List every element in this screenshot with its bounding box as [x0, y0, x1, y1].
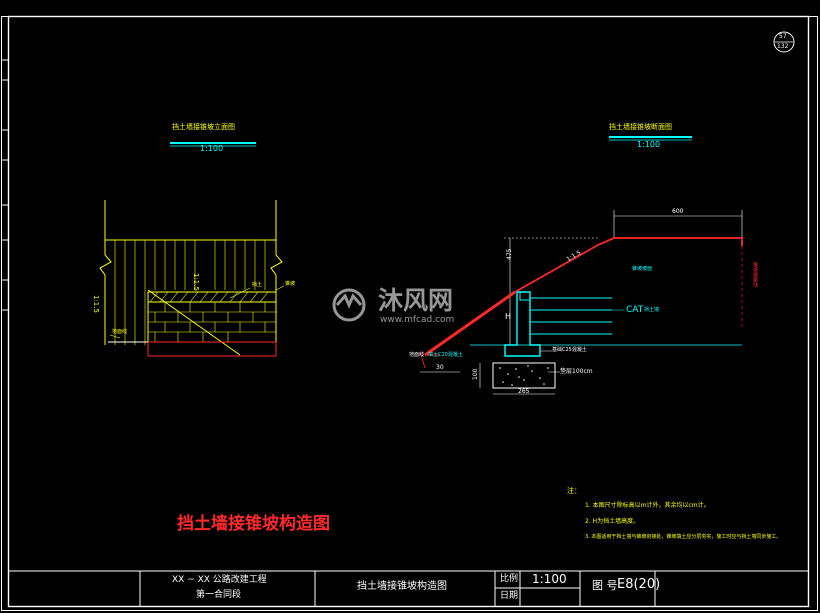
notes-heading: 注：	[567, 487, 581, 495]
right-dim-100: 100	[472, 368, 479, 380]
right-dim-base: 265	[518, 388, 530, 395]
left-slope-side: 1:1.5	[92, 295, 100, 313]
note-item-2: 2. H为挡土墙高度。	[585, 518, 640, 525]
right-vertical-note: 锥坡坡脚线	[752, 262, 758, 287]
right-dim-30: 30	[436, 364, 444, 371]
note-item-3: 3. 本图适用于挡土墙与锥坡衔接处，锥坡填土应分层夯实，施工时应与挡土墙同步施工…	[585, 534, 782, 540]
watermark-emblem	[332, 288, 366, 322]
left-view-title: 挡土墙接锥坡立面图	[172, 123, 235, 131]
right-label-left-ground: 地面线	[409, 352, 425, 358]
right-label-slope-surface: 锥坡坡面	[632, 266, 653, 272]
wall-bars	[530, 297, 612, 335]
margin-ticks	[1, 59, 8, 311]
title-block-drawing-name: 挡土墙接锥坡构造图	[357, 581, 447, 592]
drawing-title: 挡土墙接锥坡构造图	[177, 514, 330, 534]
slope-surface-line	[514, 237, 743, 293]
page-badge-circle	[773, 31, 795, 53]
right-section-view	[419, 136, 743, 395]
left-slope-red	[424, 290, 516, 357]
right-dim-h: H	[505, 312, 512, 321]
inner-frame	[7, 15, 810, 608]
left-label-mid: 挡土	[252, 282, 263, 288]
project-line-1: XX ~ XX 公路改建工程	[172, 575, 267, 585]
drawing-no-value: E8(20)	[617, 577, 661, 592]
date-label: 日期	[500, 591, 519, 601]
page-badge-top: 57	[779, 33, 787, 40]
right-dim-left-top: 475	[506, 248, 513, 260]
project-line-2: 第一合同段	[196, 590, 242, 600]
title-block	[8, 570, 809, 606]
left-label-ground: 地面线	[112, 329, 128, 335]
scale-label: 比例	[500, 574, 519, 584]
watermark-url: www.mfcad.com	[380, 315, 455, 325]
right-dim-top: 600	[672, 208, 684, 215]
right-label-base: 基础C25混凝土	[552, 347, 587, 353]
foundation-dots	[499, 365, 549, 386]
right-label-left-fill: 填土C20混凝土	[428, 352, 463, 358]
right-label-cat: CAT	[626, 305, 644, 315]
page-badge-bottom: 132	[777, 43, 789, 50]
right-label-cat-sub: 挡土墙	[644, 307, 660, 313]
right-label-foundation: 垫层100cm	[560, 368, 593, 375]
left-elevation-view	[99, 142, 285, 357]
left-slope-vertical: 1:1.5	[192, 273, 200, 291]
right-view-scale: 1:100	[637, 140, 661, 149]
left-view-scale: 1:100	[200, 144, 224, 153]
right-view-title: 挡土墙接锥坡断面图	[609, 123, 672, 131]
drawing-no-label: 图 号	[592, 579, 618, 592]
scale-value: 1:100	[532, 572, 567, 586]
note-item-1: 1. 本图尺寸除标高以m计外，其余均以cm计。	[585, 502, 710, 509]
watermark-brand: 沐风网	[378, 286, 454, 315]
foundation	[492, 362, 556, 389]
left-hatch	[114, 240, 266, 345]
left-label-top-right: 锥坡	[285, 281, 296, 287]
